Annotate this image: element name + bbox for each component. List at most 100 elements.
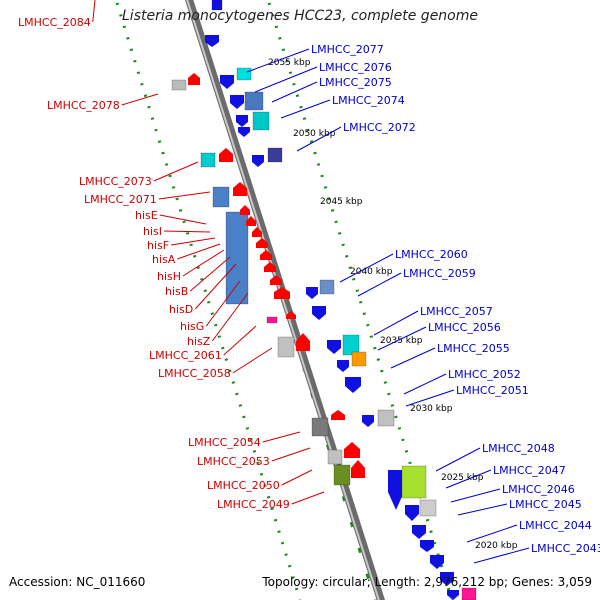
forward-gene-label: LMHCC_2072 [343,121,416,134]
reverse-gene-label: LMHCC_2073 [79,175,152,188]
reverse-gene-leader-line [177,243,221,260]
scale-tick-label: 2035 kbp [380,336,423,346]
reverse-gene-leader-line [182,249,225,277]
gene-block [377,409,395,427]
gene-arrow-reverse [240,205,250,215]
reverse-gene-label: hisE [135,209,158,222]
gene-arrow-forward [362,415,374,427]
forward-gene-label: LMHCC_2076 [319,61,392,74]
gene-block [211,0,223,11]
gene-arrow-reverse [351,460,365,478]
reverse-gene-leader-line [232,347,273,374]
gene-labels-layer: LMHCC_2077LMHCC_2076LMHCC_2075LMHCC_2074… [18,0,600,564]
gene-arrow-forward [327,340,341,354]
forward-gene-leader-line [357,272,402,297]
gene-block [461,587,477,600]
reverse-gene-leader-line [262,431,301,443]
forward-gene-leader-line [296,126,342,152]
reverse-gene-leader-line [291,491,325,505]
gene-block [171,79,187,91]
reverse-gene-label: LMHCC_2053 [197,455,270,468]
reverse-gene-label: LMHCC_2054 [188,436,261,449]
forward-gene-leader-line [339,253,394,283]
scale-tick-label: 2025 kbp [441,473,484,483]
forward-gene-leader-line [280,99,331,119]
gene-arrow-forward [412,525,426,539]
forward-gene-label: LMHCC_2047 [493,464,566,477]
reverse-gene-label: hisD [169,303,193,316]
forward-gene-leader-line [445,469,492,489]
gene-arrow-reverse [344,442,360,458]
forward-gene-leader-line [390,347,436,369]
forward-gene-leader-line [377,326,427,351]
reverse-gene-leader-line [171,237,216,246]
scale-tick-label: 2040 kbp [350,267,393,277]
forward-gene-leader-line [466,524,518,543]
reverse-gene-label: hisZ [187,335,211,348]
reverse-gene-label: hisF [147,239,169,252]
gene-arrow-reverse [331,410,345,420]
forward-gene-label: LMHCC_2075 [319,76,392,89]
forward-gene-label: LMHCC_2046 [502,483,575,496]
reverse-gene-leader-line [159,214,207,225]
reverse-gene-label: hisI [143,225,162,238]
backbone-layer [184,0,386,600]
gene-arrow-reverse [260,250,272,260]
scale-tick-label: 2030 kbp [410,404,453,414]
gene-block [252,111,270,131]
gene-block [419,499,437,517]
forward-gene-leader-line [457,503,508,516]
forward-gene-leader-line [403,373,447,395]
gene-arrow-reverse [188,73,200,85]
forward-gene-label: LMHCC_2051 [456,384,529,397]
reverse-gene-label: LMHCC_2078 [47,99,120,112]
gene-arrow-forward [306,287,318,299]
reverse-gene-leader-line [211,292,249,342]
gene-block [401,465,427,499]
gene-block [225,211,249,305]
gene-arrow-forward [205,35,219,47]
forward-gene-label: LMHCC_2044 [519,519,592,532]
gene-block [319,279,335,295]
gene-arrow-forward [238,127,250,137]
forward-gene-leader-line [373,310,419,336]
gene-arrow-forward [447,590,459,600]
gene-arrow-reverse [256,238,268,248]
gene-block [351,351,367,367]
gene-arrow-reverse [219,148,233,162]
gene-block [236,67,252,81]
gene-arrow-forward [337,360,349,372]
gene-arrow-reverse [246,216,256,226]
gene-block [244,91,264,111]
gene-block [266,316,278,324]
forward-gene-leader-line [271,81,318,103]
reverse-gene-label: hisB [165,285,188,298]
forward-gene-leader-line [246,48,310,73]
gene-arrow-forward [345,377,361,393]
gene-block [342,334,360,356]
forward-gene-label: LMHCC_2043 [531,542,600,555]
forward-gene-leader-line [450,488,501,503]
gene-arrow-forward [430,555,444,569]
reverse-gene-label: hisH [157,270,181,283]
gene-block [212,186,230,208]
reverse-gene-leader-line [205,280,241,327]
gene-arrow-forward [388,470,404,510]
forward-gene-leader-line [405,389,455,407]
reverse-gene-label: LMHCC_2061 [149,349,222,362]
gene-arrow-reverse [270,275,282,285]
reverse-gene-label: LMHCC_2071 [84,193,157,206]
reverse-gene-label: hisA [152,253,176,266]
reverse-gene-label: LMHCC_2050 [207,479,280,492]
scale-tick-label: 2055 kbp [268,58,311,68]
gene-arrow-forward [440,572,454,586]
map-title: Listeria monocytogenes HCC23, complete g… [122,8,478,24]
gene-arrow-forward [405,505,419,521]
gene-block [200,152,216,168]
gene-block [267,147,283,163]
reverse-gene-leader-line [194,263,237,310]
scale-tick-label: 2050 kbp [293,129,336,139]
gene-arrow-forward [220,75,234,89]
